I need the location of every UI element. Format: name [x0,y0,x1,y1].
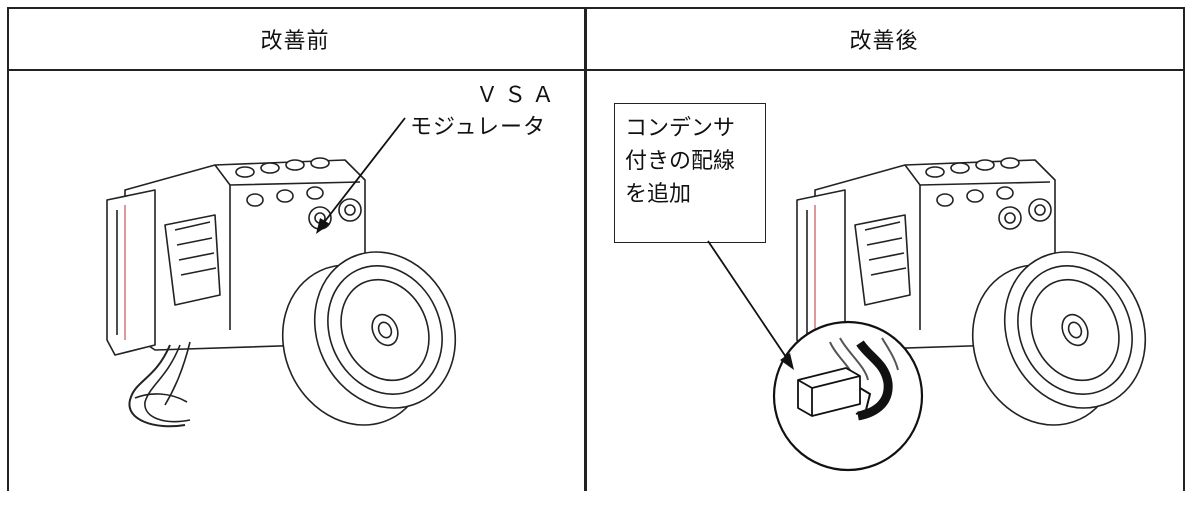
vsa-pointer-arrow [316,117,406,234]
header-before: 改善前 [260,29,330,54]
vsa-modulator-illustration-after [796,157,1147,426]
header-after: 改善後 [849,29,919,54]
table-border-left [7,7,9,491]
vsa-label-line2: モジュレータ [410,115,547,140]
callout-pointer-arrow [707,240,794,370]
header-divider [7,69,1184,71]
callout-line-2: 付きの配線 [625,149,736,174]
capacitor-detail-circle [772,320,924,472]
table-border-right [1183,7,1185,491]
vsa-modulator-illustration-before [106,157,457,428]
vsa-label-line1: ＶＳＡ [476,83,561,108]
callout-line-3: を追加 [625,182,692,207]
callout-box: コンデンサ 付きの配線 を追加 [614,103,766,243]
table-border-top [7,7,1184,9]
column-divider [584,7,587,491]
callout-line-1: コンデンサ [625,116,736,141]
